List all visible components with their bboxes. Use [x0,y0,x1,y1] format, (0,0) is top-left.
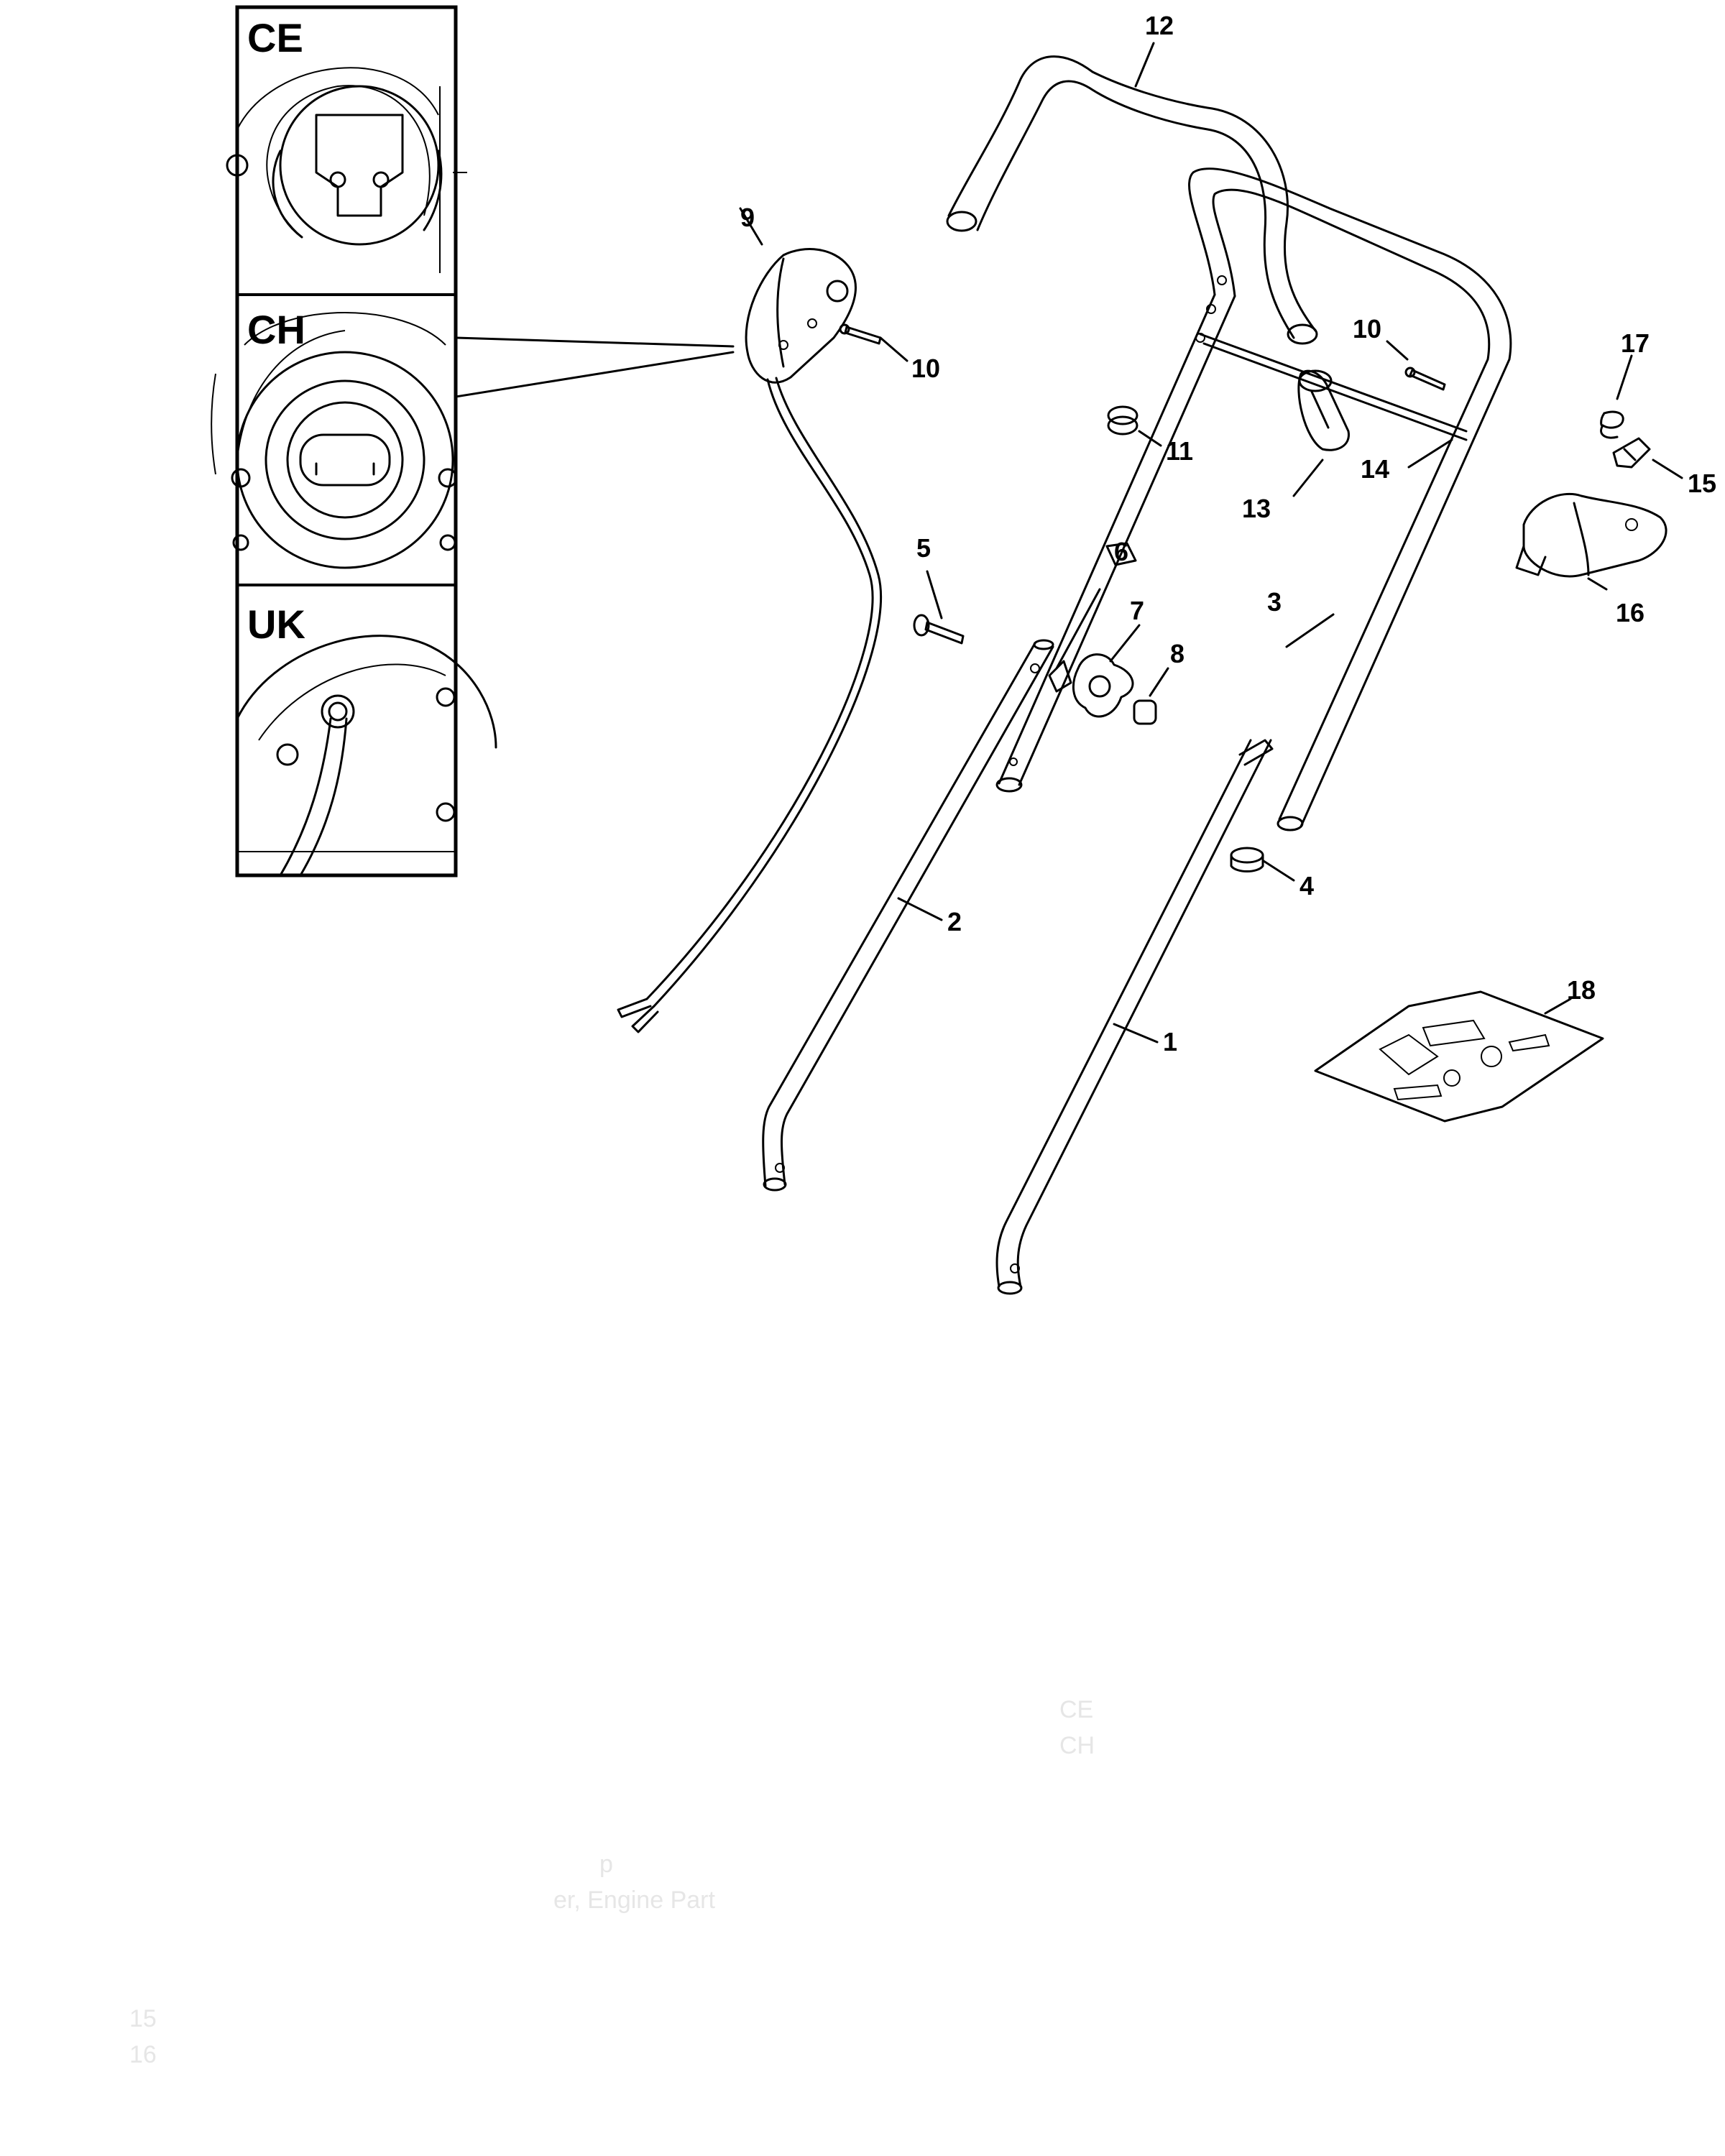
part-1-lower-right-tube [995,739,1274,1295]
part-11-clamp-band [1107,405,1162,447]
callout-13: 13 [1242,494,1271,523]
callout-labels: 1 2 3 4 5 6 7 8 9 10 10 11 12 13 14 15 1… [740,11,1716,1056]
callout-10-right: 10 [1353,314,1381,344]
callout-10-left: 10 [911,354,940,383]
callout-12: 12 [1145,11,1174,40]
part-17-spring [1600,354,1633,439]
inset-label-ce: CE [247,15,303,60]
part-3-upper-frame [995,167,1512,831]
uk-cable-entry-drawing [236,635,497,877]
part-5-bolt [913,570,965,645]
callout-5: 5 [916,533,931,563]
faded-text-16: 16 [129,2041,157,2068]
part-9-switch-box [617,207,883,1033]
callout-17: 17 [1621,328,1650,358]
part-6-washer [1048,588,1101,693]
callout-18: 18 [1567,975,1596,1005]
part-15-clip [1612,437,1683,479]
callout-3: 3 [1267,587,1282,617]
faded-text-ch: CH [1059,1732,1095,1759]
part-7-knob [1072,624,1141,718]
callout-7: 7 [1130,596,1144,625]
part-14-cross-rod [1199,333,1468,469]
part-4-cap [1230,847,1295,882]
callout-16: 16 [1616,598,1644,627]
callout-9: 9 [740,203,755,232]
part-12-upper-handle [946,42,1318,345]
part-8-nut [1133,667,1169,725]
faded-background-text: CE CH p er, Engine Part 15 16 [129,1696,1095,2068]
ch-socket-drawing [211,312,458,569]
callout-4: 4 [1300,871,1314,900]
faded-text-ce: CE [1059,1696,1093,1723]
callout-1: 1 [1163,1027,1177,1056]
part-2-lower-left-tube [762,639,1054,1192]
ce-socket-drawing [226,67,467,273]
callout-14: 14 [1361,454,1389,484]
part-16-cable-guide [1515,492,1668,591]
inset-label-ch: CH [247,307,305,352]
callout-11: 11 [1166,436,1193,466]
part-18-hardware-bag [1314,990,1604,1123]
callout-2: 2 [947,907,962,936]
part-10-screw-left [839,323,908,362]
plug-variant-insets: CE CH UK [211,5,497,877]
part-10-screw-right [1386,340,1446,391]
faded-text-p: p [599,1851,613,1878]
faded-text-engine-part: er, Engine Part [553,1886,715,1914]
callout-8: 8 [1170,639,1184,668]
callout-6: 6 [1114,537,1128,566]
callout-15: 15 [1688,469,1716,498]
part-13-lever [1292,369,1350,497]
inset-label-uk: UK [247,602,305,647]
faded-text-15: 15 [129,2005,157,2032]
